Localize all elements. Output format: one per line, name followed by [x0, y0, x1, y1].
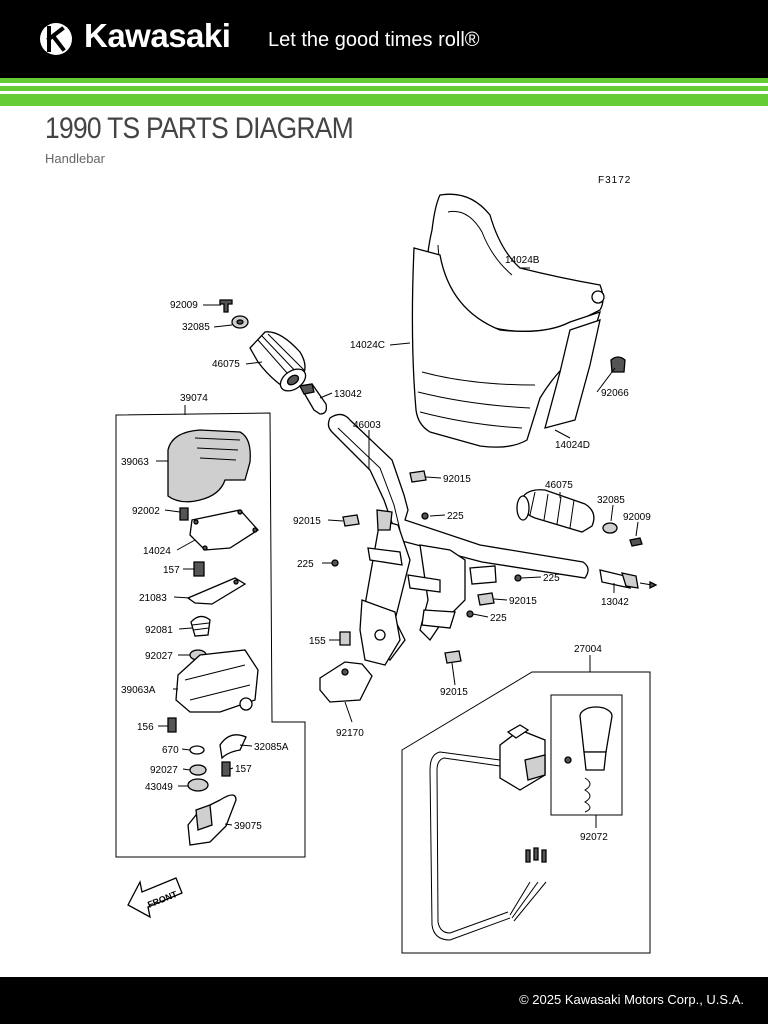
part-label-43049: 43049	[145, 782, 173, 793]
part-label-46075: 46075	[545, 480, 573, 491]
site-header: Kawasaki Let the good times roll®	[0, 0, 768, 78]
figure-code: F3172	[598, 175, 631, 186]
part-label-157: 157	[163, 565, 180, 576]
part-label-670: 670	[162, 745, 179, 756]
front-direction-arrow: FRONT	[127, 877, 183, 919]
part-label-225: 225	[490, 613, 507, 624]
part-label-92072: 92072	[580, 832, 608, 843]
accent-stripe	[0, 78, 768, 83]
part-label-92015: 92015	[440, 687, 468, 698]
group-box-27004	[401, 671, 651, 954]
accent-stripe-gap	[0, 83, 768, 86]
part-label-225: 225	[447, 511, 464, 522]
part-label-14024d: 14024D	[555, 440, 590, 451]
page-subtitle: Handlebar	[45, 151, 105, 166]
right-grip-assembly	[516, 489, 658, 590]
part-label-92002: 92002	[132, 506, 160, 517]
part-label-13042: 13042	[334, 389, 362, 400]
left-grip-assembly	[219, 299, 328, 415]
part-label-27004: 27004	[574, 644, 602, 655]
part-label-155: 155	[309, 636, 326, 647]
part-label-14024b: 14024B	[505, 255, 540, 266]
part-label-157: 157	[235, 764, 252, 775]
part-label-13042: 13042	[601, 597, 629, 608]
accent-stripe	[0, 86, 768, 91]
accent-stripe-gap	[0, 91, 768, 94]
part-label-225: 225	[543, 573, 560, 584]
part-label-92170: 92170	[336, 728, 364, 739]
part-label-39075: 39075	[234, 821, 262, 832]
part-label-14024c: 14024C	[350, 340, 385, 351]
windshield-cowl-assembly	[411, 193, 626, 448]
copyright-text: © 2025 Kawasaki Motors Corp., U.S.A.	[519, 992, 744, 1007]
group-box-92072	[550, 694, 623, 816]
brand-name[interactable]: Kawasaki	[84, 17, 231, 54]
part-label-156: 156	[137, 722, 154, 733]
part-label-32085: 32085	[597, 495, 625, 506]
part-label-21083: 21083	[139, 593, 167, 604]
part-label-46075: 46075	[212, 359, 240, 370]
handlebar-assembly	[319, 413, 589, 703]
accent-stripe	[0, 94, 768, 106]
part-label-92009: 92009	[623, 512, 651, 523]
part-label-225: 225	[297, 559, 314, 570]
part-label-92081: 92081	[145, 625, 173, 636]
part-label-39074: 39074	[180, 393, 208, 404]
group-box-39074	[115, 412, 306, 858]
page-title: 1990 TS PARTS DIAGRAM	[45, 112, 354, 145]
part-label-39063a: 39063A	[121, 685, 156, 696]
kawasaki-logo-icon[interactable]	[38, 21, 74, 57]
part-label-92009: 92009	[170, 300, 198, 311]
kill-switch-assembly	[429, 724, 547, 941]
parts-diagram: F3172	[115, 175, 658, 954]
brand-tagline: Let the good times roll®	[268, 29, 480, 51]
lanyard-clip	[564, 706, 613, 813]
part-label-92015: 92015	[443, 474, 471, 485]
part-label-14024: 14024	[143, 546, 171, 557]
part-label-92015: 92015	[509, 596, 537, 607]
part-label-92027: 92027	[145, 651, 173, 662]
part-label-32085: 32085	[182, 322, 210, 333]
part-label-92015: 92015	[293, 516, 321, 527]
part-label-46003: 46003	[353, 420, 381, 431]
fittings	[331, 470, 522, 664]
part-label-39063: 39063	[121, 457, 149, 468]
leader-lines	[156, 267, 639, 828]
part-label-92066: 92066	[601, 388, 629, 399]
part-label-32085a: 32085A	[254, 742, 289, 753]
part-labels: 92009 32085 46075 13042 14024B 14024C 92…	[121, 255, 651, 843]
throttle-assembly	[167, 429, 259, 846]
part-label-92027: 92027	[150, 765, 178, 776]
site-footer: © 2025 Kawasaki Motors Corp., U.S.A.	[0, 977, 768, 1024]
